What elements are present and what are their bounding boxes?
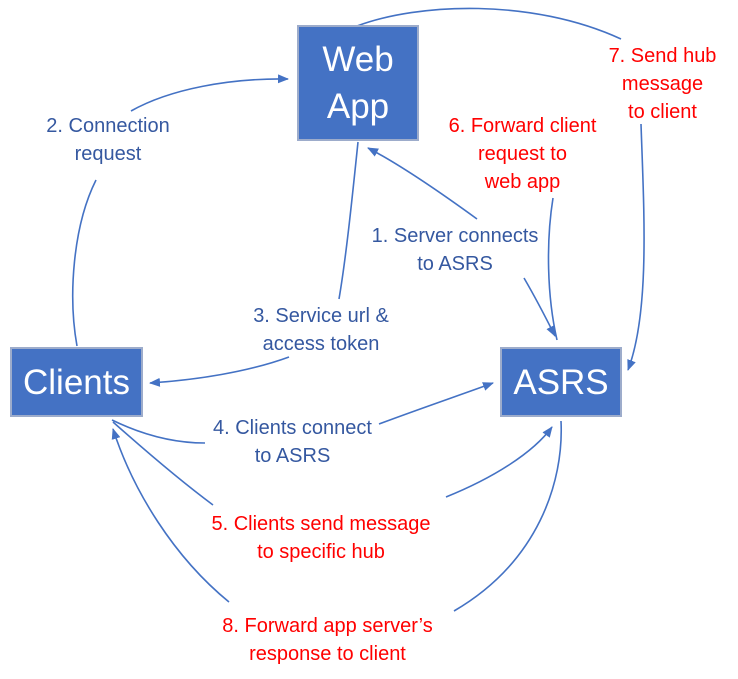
asrs-node: ASRS: [500, 347, 622, 417]
step-1-line-2: to ASRS: [417, 253, 493, 275]
step-8-line-1: 8. Forward app server’s: [222, 615, 433, 637]
step-1-line-1: 1. Server connects: [371, 225, 539, 247]
clients-node: Clients: [10, 347, 143, 417]
step-3-line-2: access token: [262, 333, 380, 355]
arrow-7-tail-segment: [356, 7, 622, 40]
step-7-label: 7. Send hub message to client: [595, 42, 730, 126]
arrow-6-tail-segment: [547, 197, 558, 341]
arrow-5-tail-segment: [112, 421, 214, 506]
step-5-line-1: 5. Clients send message: [211, 513, 431, 535]
arrow-5-head-segment: [445, 426, 553, 498]
step-8-label: 8. Forward app server’s response to clie…: [195, 612, 460, 668]
step-1-label: 1. Server connects to ASRS: [340, 222, 570, 278]
step-7-line-2: message: [621, 73, 704, 95]
web-app-node: Web App: [297, 25, 419, 141]
step-5-line-2: to specific hub: [257, 541, 385, 563]
step-7-line-3: to client: [628, 101, 697, 123]
step-6-label: 6. Forward client request to web app: [435, 112, 610, 196]
web-app-node-label: Web App: [322, 40, 394, 126]
step-4-line-2: to ASRS: [254, 445, 331, 467]
step-7-line-1: 7. Send hub: [608, 45, 717, 67]
arrow-2-tail-segment: [72, 179, 97, 347]
step-4-label: 4. Clients connect to ASRS: [200, 414, 385, 470]
step-3-line-1: 3. Service url &: [253, 305, 389, 327]
step-6-line-2: request to: [478, 143, 567, 165]
arrow-8-head-segment: [111, 428, 230, 603]
arrow-2-head-segment: [130, 74, 289, 112]
step-3-label: 3. Service url & access token: [230, 302, 412, 358]
arrow-1-head-segment: [523, 277, 556, 337]
asrs-node-label: ASRS: [513, 362, 609, 402]
step-6-line-3: web app: [484, 171, 561, 193]
step-2-line-1: 2. Connection: [46, 115, 170, 137]
step-8-line-2: response to client: [249, 643, 406, 665]
arrow-7-head-segment: [627, 123, 645, 371]
arrow-6-head-segment: [367, 147, 478, 220]
step-6-line-1: 6. Forward client: [448, 115, 597, 137]
arrow-3-tail-segment: [338, 141, 359, 300]
step-2-label: 2. Connection request: [30, 112, 186, 168]
arrow-4-tail-segment: [111, 419, 206, 444]
step-5-label: 5. Clients send message to specific hub: [195, 510, 447, 566]
step-4-line-1: 4. Clients connect: [213, 417, 372, 439]
step-2-line-2: request: [74, 143, 142, 165]
arrow-3-head-segment: [149, 356, 290, 387]
arrow-4-head-segment: [378, 382, 494, 425]
clients-node-label: Clients: [23, 362, 130, 402]
arrow-8-tail-segment: [453, 420, 563, 612]
